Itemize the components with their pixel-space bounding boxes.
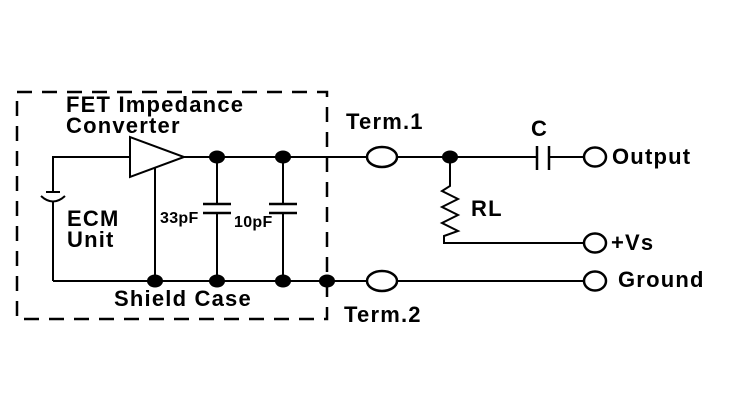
output-terminal-circle bbox=[582, 146, 608, 168]
ecm-capsule-top-wire bbox=[52, 156, 130, 192]
fet-converter-label-line1: FET Impedance bbox=[66, 92, 245, 117]
ground-label: Ground bbox=[618, 267, 705, 292]
shield-case-label: Shield Case bbox=[114, 286, 252, 311]
capacitor-33pf-label: 33pF bbox=[160, 210, 199, 227]
fet-amplifier-triangle-icon bbox=[129, 135, 187, 179]
capacitor-10pf-icon bbox=[269, 202, 297, 215]
terminal-1-circle bbox=[365, 145, 399, 169]
output-label: Output bbox=[612, 144, 692, 169]
coupling-capacitor-icon bbox=[535, 146, 551, 170]
junction-dot bbox=[275, 274, 291, 288]
fet-converter-label-line2: Converter bbox=[66, 113, 181, 138]
junction-dot bbox=[275, 150, 291, 164]
ecm-capsule-diaphragm-icon bbox=[40, 195, 66, 203]
vs-terminal-circle bbox=[582, 232, 608, 254]
load-resistor-icon bbox=[439, 157, 584, 244]
shield-case-dashed-box bbox=[15, 90, 329, 321]
junction-dot bbox=[209, 274, 225, 288]
terminal-2-label: Term.2 bbox=[344, 302, 422, 327]
junction-dot bbox=[442, 150, 458, 164]
coupling-capacitor-label: C bbox=[531, 116, 549, 141]
ecm-unit-label: ECM Unit bbox=[67, 206, 120, 252]
terminal-1-label: Term.1 bbox=[346, 109, 424, 134]
ground-terminal-circle bbox=[582, 270, 608, 292]
fet-converter-label: FET Impedance Converter bbox=[66, 92, 245, 138]
terminal-2-circle bbox=[365, 269, 399, 293]
supply-label: +Vs bbox=[611, 230, 655, 255]
junction-dot bbox=[319, 274, 335, 288]
ecm-unit-label-line1: ECM bbox=[67, 206, 120, 231]
junction-dot bbox=[147, 274, 163, 288]
capacitor-10pf-label: 10pF bbox=[234, 214, 273, 231]
ecm-unit-label-line2: Unit bbox=[67, 227, 115, 252]
load-resistor-label: RL bbox=[471, 196, 503, 221]
junction-dot bbox=[209, 150, 225, 164]
capacitor-33pf-icon bbox=[203, 202, 231, 215]
